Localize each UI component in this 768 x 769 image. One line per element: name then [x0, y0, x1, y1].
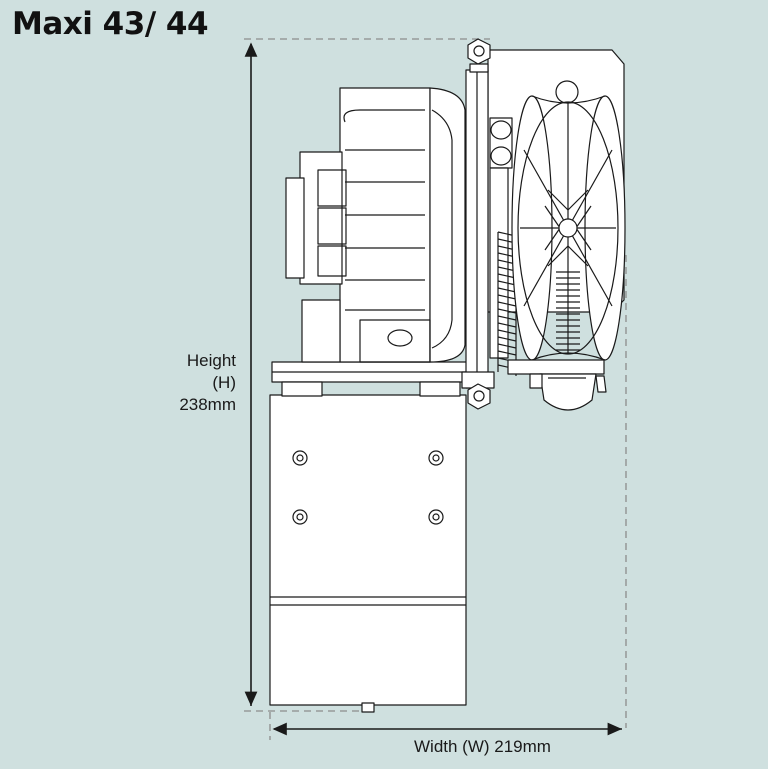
motor-body	[269, 394, 467, 713]
width-dimension-label: Width (W) 219mm	[414, 737, 551, 756]
motor-bolts	[292, 450, 444, 525]
chain-stripper	[507, 359, 607, 411]
top-hex-nut	[467, 38, 491, 73]
chain-teeth	[556, 271, 580, 351]
base-plate	[271, 361, 469, 397]
height-dimension-label: Height (H) 238mm	[179, 350, 236, 416]
drive-shaft	[489, 117, 513, 359]
product-title: Maxi 43/ 44	[12, 6, 209, 42]
chainwheel	[511, 95, 626, 361]
height-label-symbol: (H)	[212, 373, 236, 392]
extension-lines	[244, 38, 627, 740]
height-label-name: Height	[186, 351, 236, 370]
gearbox-housing	[285, 87, 466, 363]
bottom-hex-nut	[467, 383, 491, 410]
windlass-line-art	[269, 38, 626, 713]
housing-fins	[343, 109, 453, 349]
height-label-value: 238mm	[179, 395, 236, 414]
